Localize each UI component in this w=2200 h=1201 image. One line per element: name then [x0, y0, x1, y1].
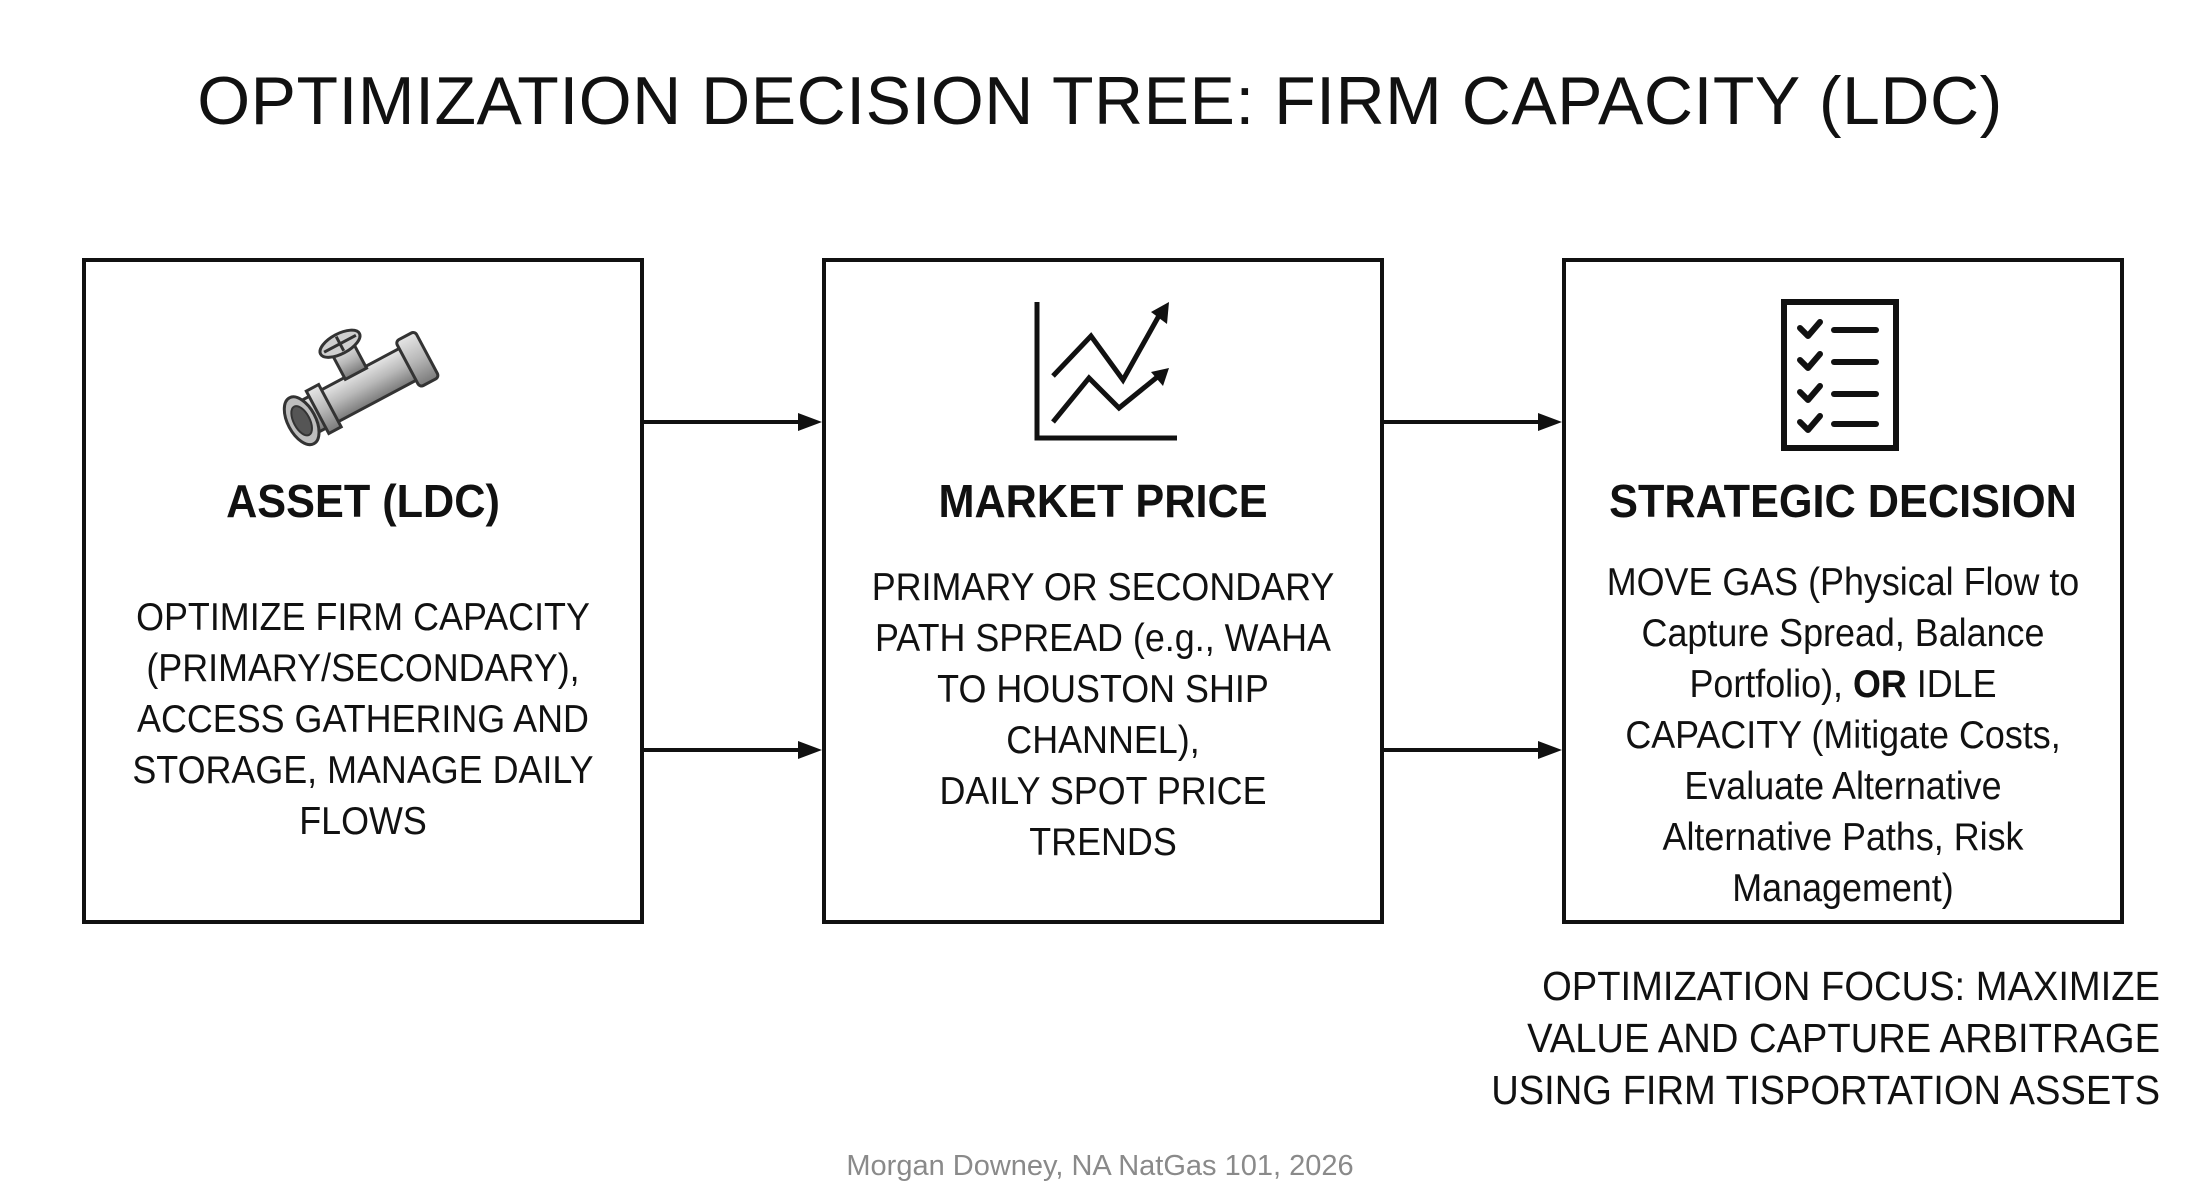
arrow-market-to-decision-upper	[1384, 413, 1562, 431]
idle-capacity-option: IDLE CAPACITY (Mitigate Costs, Evaluate …	[1625, 663, 2061, 910]
market-price-spread-text: PRIMARY OR SECONDARY PATH SPREAD (e.g., …	[871, 566, 1335, 762]
market-price-description: PRIMARY OR SECONDARY PATH SPREAD (e.g., …	[865, 562, 1342, 868]
optimization-focus-note: OPTIMIZATION FOCUS: MAXIMIZE VALUE AND C…	[1491, 963, 2160, 1113]
market-price-trends-text: DAILY SPOT PRICE TRENDS	[939, 770, 1267, 864]
pipe-valve-icon	[86, 302, 640, 452]
arrow-asset-to-market-lower	[644, 741, 822, 759]
footer-credit: Morgan Downey, NA NatGas 101, 2026	[846, 1150, 1354, 1182]
line-chart-icon	[826, 298, 1380, 448]
asset-description: OPTIMIZE FIRM CAPACITY (PRIMARY/SECONDAR…	[132, 596, 594, 843]
market-price-box: MARKET PRICE PRIMARY OR SECONDARY PATH S…	[822, 258, 1384, 924]
arrow-asset-to-market-upper	[644, 413, 822, 431]
strategic-decision-heading: STRATEGIC DECISION	[1609, 475, 2077, 527]
strategic-decision-description: MOVE GAS (Physical Flow to Capture Sprea…	[1605, 557, 2082, 914]
arrow-market-to-decision-lower	[1384, 741, 1562, 759]
asset-heading: ASSET (LDC)	[226, 475, 500, 527]
page-title: OPTIMIZATION DECISION TREE: FIRM CAPACIT…	[197, 63, 2003, 139]
asset-box: ASSET (LDC) OPTIMIZE FIRM CAPACITY (PRIM…	[82, 258, 644, 924]
or-connector: OR	[1852, 663, 1907, 706]
market-price-heading: MARKET PRICE	[938, 475, 1268, 527]
checklist-icon	[1566, 298, 2120, 454]
strategic-decision-box: STRATEGIC DECISION MOVE GAS (Physical Fl…	[1562, 258, 2124, 924]
move-gas-option: MOVE GAS (Physical Flow to Capture Sprea…	[1606, 561, 2080, 706]
